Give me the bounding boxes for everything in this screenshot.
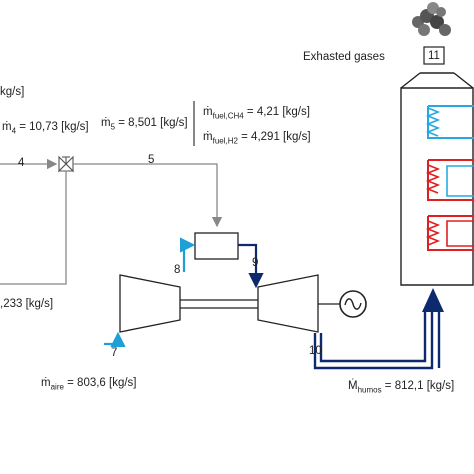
generator-icon [339, 290, 367, 318]
flow-aire: ṁaire = 803,6 [kg/s] [41, 377, 137, 392]
stream-4-number: 4 [18, 157, 25, 169]
flow-left-bottom: ,233 [kg/s] [0, 298, 54, 310]
flow-aire-sub: aire [50, 382, 64, 392]
flow-humos-sub: humos [357, 385, 382, 395]
valve-icon [57, 155, 75, 173]
stream-5-line [73, 163, 223, 228]
stream-10-line [313, 288, 444, 370]
stream-7-number: 7 [111, 347, 118, 359]
combustion-chamber [194, 232, 239, 260]
flow-fuel-h2-symbol: ṁ [203, 131, 213, 143]
compressor [119, 274, 181, 333]
stream-9-number: 9 [252, 257, 259, 269]
turbine [257, 274, 319, 333]
stream-11-box [423, 46, 445, 65]
flow-left-top: kg/s] [0, 86, 25, 98]
heat-recovery-boiler [400, 87, 474, 286]
bypass-line [0, 171, 67, 285]
flow-fuel-ch4: ṁfuel,CH4 = 4,21 [kg/s] [203, 106, 310, 121]
flow-m5-value: = 8,501 [kg/s] [115, 117, 188, 129]
flow-m5-symbol: ṁ [101, 117, 111, 129]
shaft [180, 299, 258, 309]
flow-m4: ṁ4 = 10,73 [kg/s] [2, 121, 89, 136]
stream-8-number: 8 [174, 264, 181, 276]
stream-5-number: 5 [148, 154, 155, 166]
flow-humos-value: = 812,1 [kg/s] [381, 380, 455, 392]
flow-aire-symbol: ṁ [41, 377, 51, 389]
heat-exchanger-coil-icon [425, 105, 474, 251]
flow-fuel-ch4-sub: fuel,CH4 [212, 111, 244, 121]
flow-fuel-ch4-value: = 4,21 [kg/s] [243, 106, 310, 118]
flow-fuel-h2-value: = 4,291 [kg/s] [237, 131, 311, 143]
flow-humos-symbol: Ṁ [348, 380, 358, 392]
flow-fuel-h2-sub: fuel,H2 [212, 136, 238, 146]
stream-10-number: 10 [309, 345, 322, 357]
flow-m4-sub: 4 [11, 126, 17, 136]
stream-11-number: 11 [428, 50, 440, 62]
flow-m5: ṁ5 = 8,501 [kg/s] [101, 117, 188, 132]
flow-fuel-h2: ṁfuel,H2 = 4,291 [kg/s] [203, 131, 311, 146]
flow-m4-symbol: ṁ [2, 121, 12, 133]
stream-7-line [104, 331, 126, 348]
flow-m5-sub: 5 [110, 122, 116, 132]
stream-8-line [179, 237, 196, 272]
exhaust-label: Exhasted gases [303, 51, 385, 63]
flow-fuel-ch4-symbol: ṁ [203, 106, 213, 118]
flow-m4-value: = 10,73 [kg/s] [16, 121, 89, 133]
stream-9-line [238, 243, 264, 289]
flow-humos: Ṁhumos = 812,1 [kg/s] [348, 380, 455, 395]
flow-aire-value: = 803,6 [kg/s] [63, 377, 137, 389]
smoke-icon [412, 2, 451, 36]
